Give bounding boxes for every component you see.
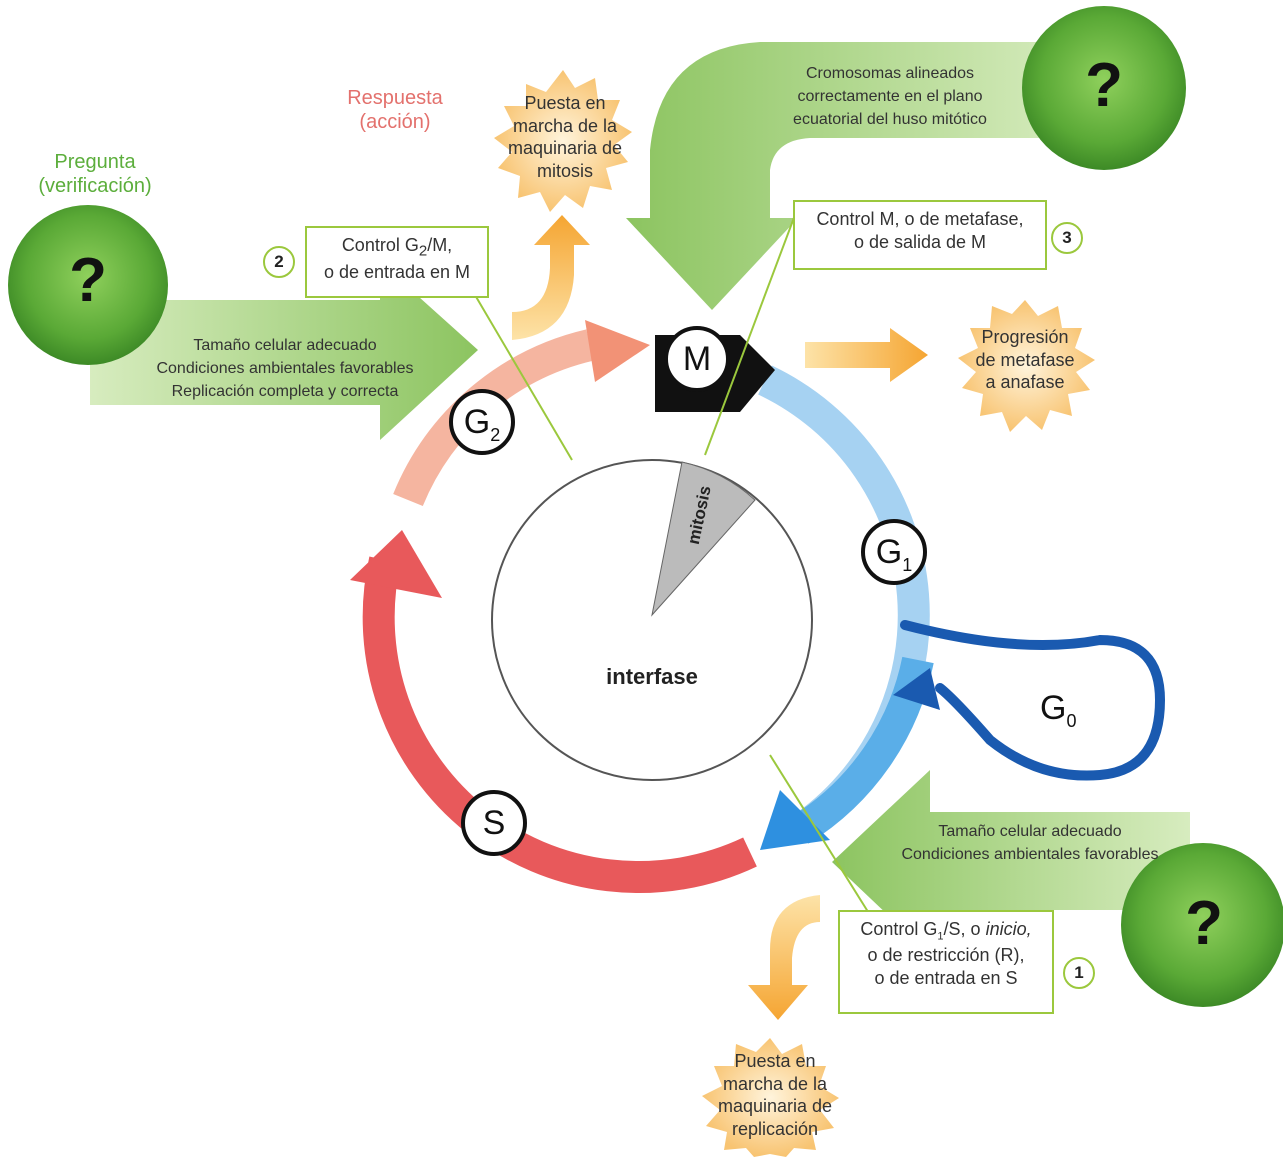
response-header: Respuesta (acción) <box>347 87 443 133</box>
g2-arrowhead <box>585 320 650 382</box>
g1-arrowhead <box>760 790 830 850</box>
response-metaphase-anaphase: Progresión de metafase a anafase <box>975 327 1075 392</box>
question-circle-bottom-right <box>1121 843 1283 1007</box>
phase-m: M <box>664 326 730 392</box>
response-replication-machinery: Puesta en marcha de la maquinaria de rep… <box>717 1051 833 1139</box>
checkpoint-g2m-box: Control G2/M, o de entrada en M <box>305 226 489 298</box>
g1s-condition-1: Tamaño celular adecuado <box>938 823 1122 840</box>
cp2-pointer-line <box>474 294 573 461</box>
g1s-condition-arrow <box>832 770 1190 955</box>
g2m-condition-2: Condiciones ambientales favorables <box>156 360 414 378</box>
g2m-conditions: Tamaño celular adecuado Condiciones ambi… <box>125 334 445 404</box>
checkpoint-g2m-line2: o de entrada en M <box>323 262 471 283</box>
replication-response-arrow <box>748 895 820 1020</box>
g2m-condition-3: Replicación completa y correcta <box>171 383 399 401</box>
question-circle-top-right <box>1022 6 1186 170</box>
checkpoint-g2m-line1: Control G2/M, <box>341 235 453 260</box>
checkpoint-g1s-box: Control G1/S, o inicio, o de restricción… <box>838 910 1054 1014</box>
checkpoint-1-number: 1 <box>1063 957 1095 989</box>
metaphase-conditions: Cromosomas alineados correctamente en el… <box>750 62 1030 132</box>
mitosis-response-arrow <box>512 215 590 340</box>
cp1-pointer-line <box>769 754 871 916</box>
burst-mitosis <box>494 70 632 212</box>
question-circle-left <box>8 205 168 365</box>
metaphase-condition-3: ecuatorial del huso mitótico <box>793 111 987 129</box>
burst-metaphase <box>958 300 1095 432</box>
phase-g0-label: G0 <box>1040 689 1077 731</box>
g0-arrowhead <box>893 668 940 710</box>
metaphase-condition-2: correctamente en el plano <box>797 88 983 106</box>
metaphase-response-arrow <box>805 328 928 382</box>
checkpoint-metaphase-box: Control M, o de metafase, o de salida de… <box>793 200 1047 270</box>
g2m-condition-arrow <box>90 262 478 440</box>
phase-g2: G2 <box>449 389 515 455</box>
question-mark-left: ? <box>69 246 107 315</box>
checkpoint-g1s-line3: o de entrada en S <box>874 968 1018 989</box>
g2m-condition-1: Tamaño celular adecuado <box>193 337 377 354</box>
checkpoint-g1s-line1: Control G1/S, o inicio, <box>860 919 1032 943</box>
burst-replication <box>702 1038 839 1157</box>
metaphase-condition-arrow <box>626 42 1080 310</box>
question-header: Pregunta (verificación) <box>38 151 152 197</box>
phase-s: S <box>461 790 527 856</box>
metaphase-condition-1: Cromosomas alineados <box>805 65 975 82</box>
question-mark-top-right: ? <box>1085 51 1123 120</box>
s-arrowhead <box>350 530 442 598</box>
checkpoint-3-number: 3 <box>1051 222 1083 254</box>
response-mitosis-machinery: Puesta en marcha de la maquinaria de mit… <box>507 93 623 181</box>
checkpoint-g1s-line2: o de restricción (R), <box>867 944 1025 965</box>
g1s-condition-2: Condiciones ambientales favorables <box>901 846 1159 864</box>
checkpoint-metaphase-line2: o de salida de M <box>853 232 987 253</box>
interphase-label: interfase <box>606 664 698 689</box>
question-mark-bottom-right: ? <box>1185 889 1223 958</box>
phase-g1: G1 <box>861 519 927 585</box>
g0-loop <box>900 620 1166 781</box>
g1s-conditions: Tamaño celular adecuado Condiciones ambi… <box>880 820 1180 866</box>
checkpoint-2-number: 2 <box>263 246 295 278</box>
mitosis-wedge <box>651 461 756 617</box>
checkpoint-metaphase-line1: Control M, o de metafase, <box>816 209 1024 229</box>
cp3-pointer-line <box>704 214 796 456</box>
interphase-circle <box>491 459 813 781</box>
